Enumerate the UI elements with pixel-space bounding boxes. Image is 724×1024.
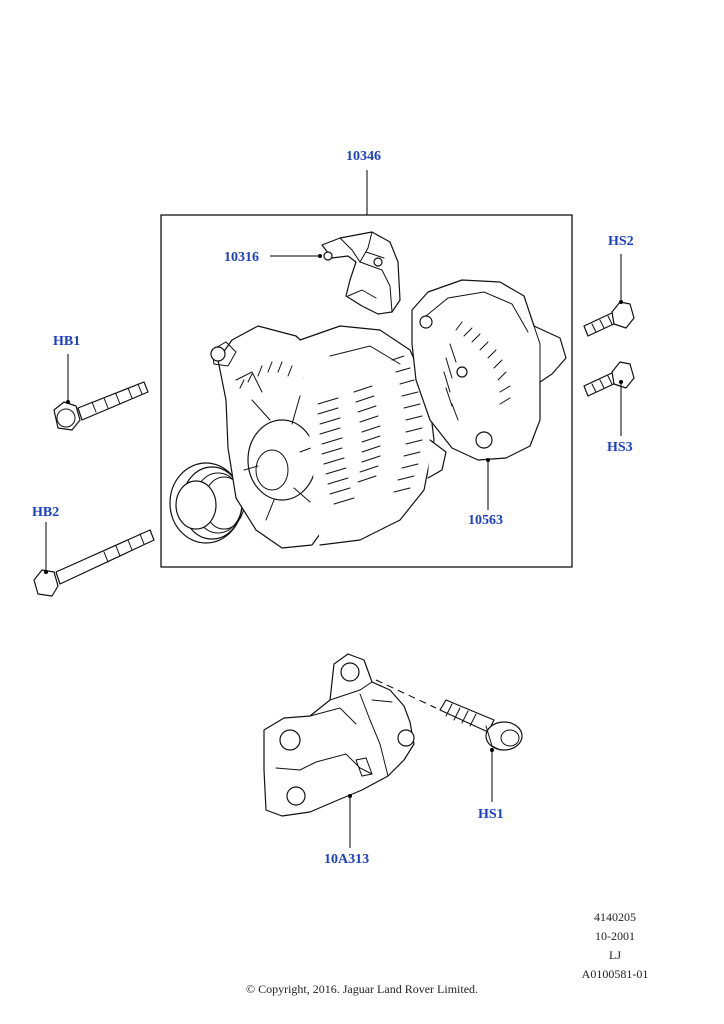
reference-line-1: 4140205 [594, 910, 636, 924]
bolt-hs1-part [439, 699, 523, 751]
reference-line-4: A0100581-01 [581, 967, 649, 981]
leader-dot-rear-cover [486, 458, 490, 462]
callout-hb2[interactable]: HB2 [32, 505, 60, 520]
callout-bracket[interactable]: 10A313 [324, 852, 370, 867]
leader-dot-hb2 [44, 570, 48, 574]
rear-cover-part [411, 279, 567, 461]
regulator-part [321, 231, 401, 315]
callout-assembly[interactable]: 10346 [346, 149, 381, 164]
bolt-hs2-part [583, 301, 635, 337]
leader-dot-bracket [348, 794, 352, 798]
leader-dot-regulator [318, 254, 322, 258]
bracket-part [263, 653, 437, 817]
bolt-hb2-part [33, 529, 155, 597]
leader-dot-hs1 [490, 748, 494, 752]
leader-dot-hs2 [619, 300, 623, 304]
bolt-hb1-part [53, 381, 149, 431]
callout-hb1[interactable]: HB1 [53, 334, 81, 349]
reference-line-2: 10-2001 [595, 929, 635, 943]
leader-dot-hs3 [619, 380, 623, 384]
bolt-hs3-part [583, 361, 635, 397]
callout-hs3[interactable]: HS3 [607, 440, 633, 455]
alternator-body [169, 325, 447, 549]
callout-hs1[interactable]: HS1 [478, 807, 504, 822]
copyright-notice: © Copyright, 2016. Jaguar Land Rover Lim… [245, 982, 479, 996]
diagram-reference-block: 4140205 10-2001 LJ A0100581-01 [560, 908, 670, 984]
leader-dot-hb1 [66, 400, 70, 404]
callout-regulator[interactable]: 10316 [224, 250, 259, 265]
reference-line-3: LJ [609, 948, 621, 962]
callout-hs2[interactable]: HS2 [608, 234, 634, 249]
callout-rear-cover[interactable]: 10563 [468, 513, 503, 528]
